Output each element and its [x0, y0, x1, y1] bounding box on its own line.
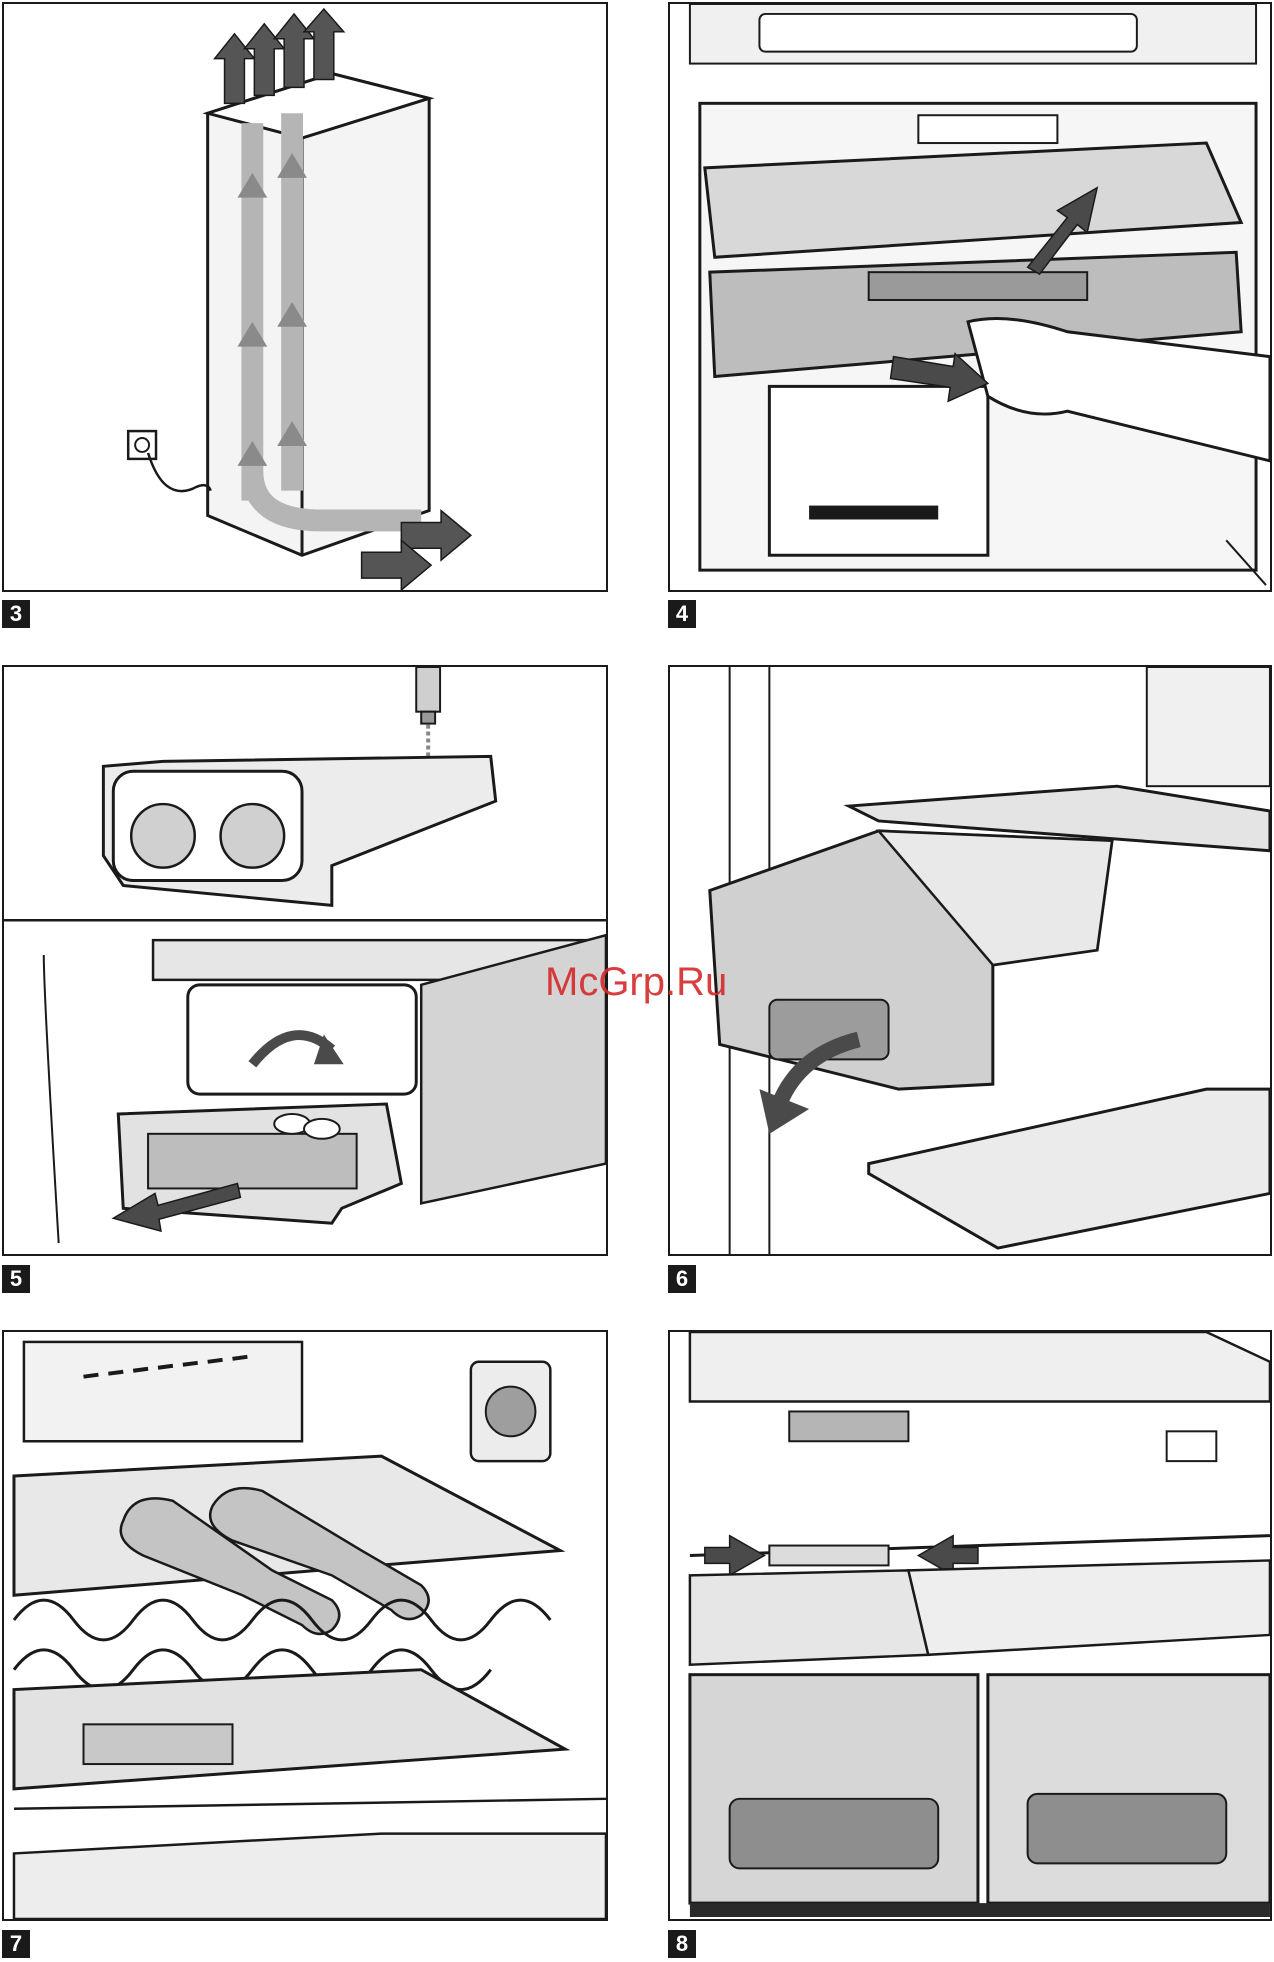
figure-number-3: 3 [2, 600, 30, 628]
watermark: McGrp.Ru [545, 960, 727, 1005]
wine-rack-illustration [4, 1332, 606, 1919]
figure-number-6: 6 [668, 1265, 696, 1293]
figure-panel-5 [2, 665, 608, 1256]
figure-number-7: 7 [2, 1930, 30, 1958]
crisper-drawer-illustration [670, 667, 1270, 1254]
figure-number-8: 8 [668, 1930, 696, 1958]
ice-tray-illustration [4, 667, 606, 1254]
figure-panel-4 [668, 2, 1272, 592]
drawer-divider-illustration [670, 1332, 1270, 1919]
figure-panel-3 [2, 2, 608, 592]
figure-number-4: 4 [668, 600, 696, 628]
figure-panel-7 [2, 1330, 608, 1921]
figure-number-5: 5 [2, 1265, 30, 1293]
figure-panel-8 [668, 1330, 1272, 1921]
freezer-tray-illustration [670, 4, 1270, 590]
fridge-airflow-illustration [4, 4, 606, 590]
figure-panel-6 [668, 665, 1272, 1256]
